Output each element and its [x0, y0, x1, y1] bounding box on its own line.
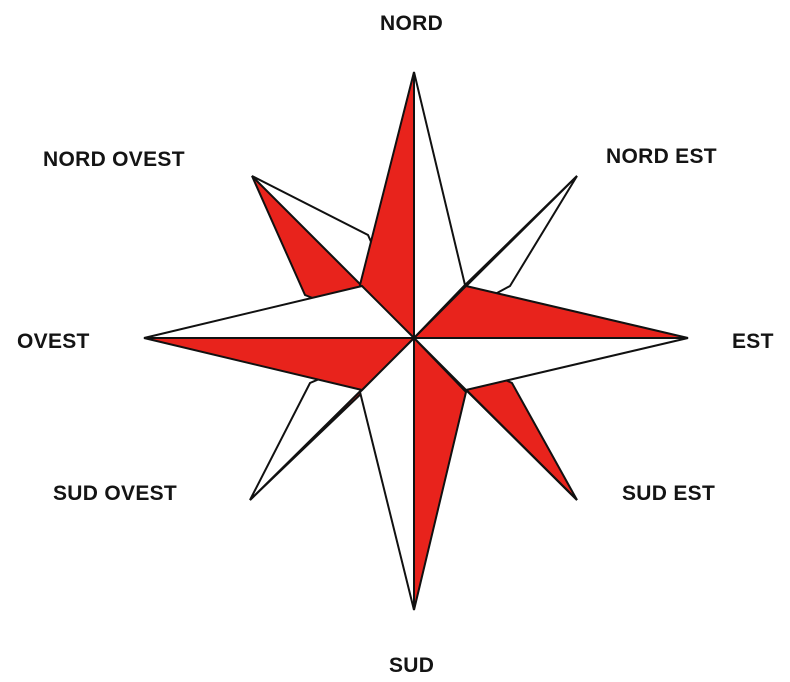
label-south: SUD [389, 655, 434, 676]
label-north-west: NORD OVEST [43, 149, 185, 170]
label-north-east: NORD EST [606, 146, 717, 167]
label-north: NORD [380, 13, 443, 34]
label-south-east: SUD EST [622, 483, 715, 504]
label-west: OVEST [17, 331, 90, 352]
label-east: EST [732, 331, 774, 352]
label-south-west: SUD OVEST [53, 483, 177, 504]
